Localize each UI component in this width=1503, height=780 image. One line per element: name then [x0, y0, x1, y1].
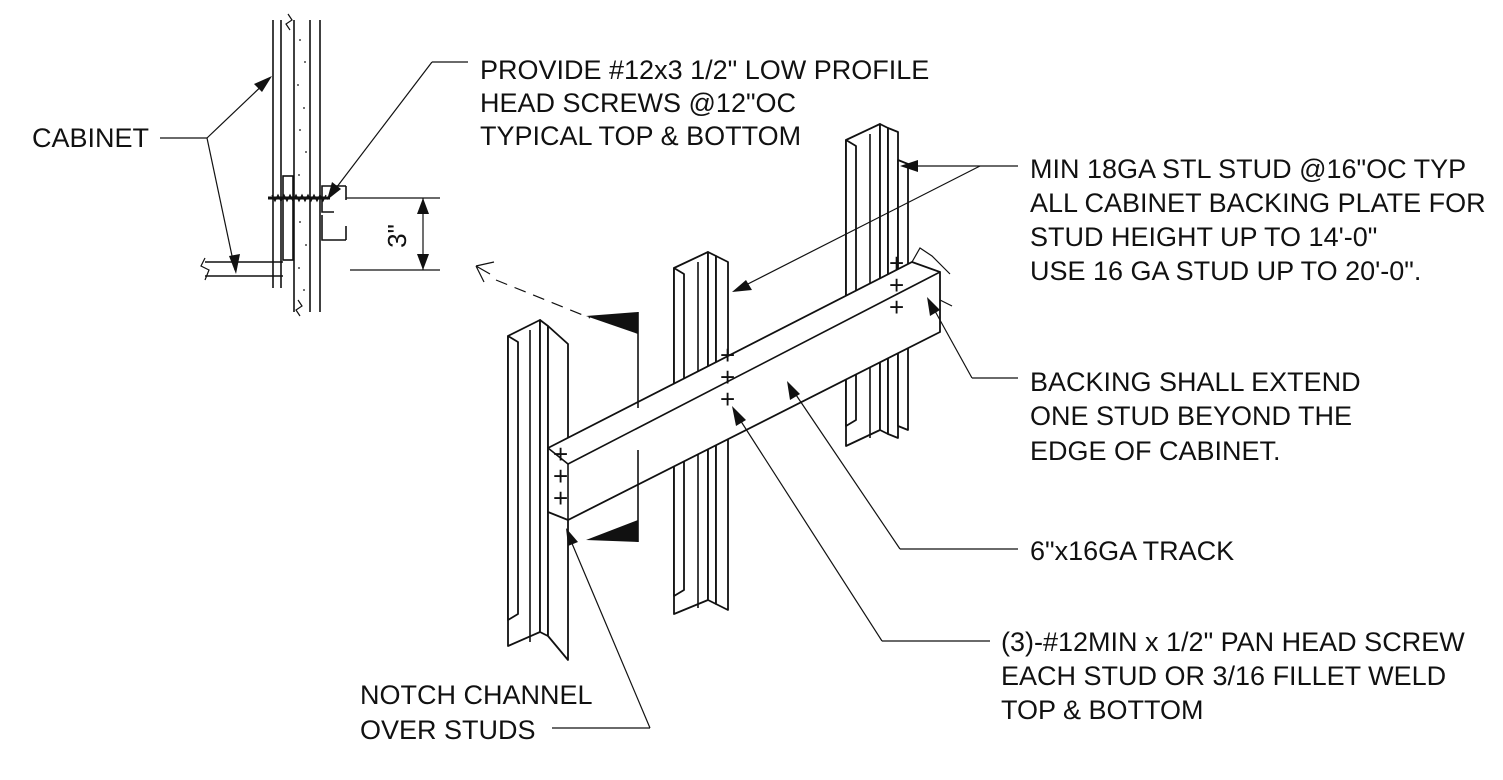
- section-marker: [475, 261, 591, 319]
- stud-note-line-1: MIN 18GA STL STUD @16"OC TYP: [1030, 154, 1466, 184]
- stud-callout: MIN 18GA STL STUD @16"OC TYP ALL CABINET…: [732, 154, 1486, 292]
- track-label: 6"x16GA TRACK: [1030, 536, 1234, 566]
- fastener-note-line-2: EACH STUD OR 3/16 FILLET WELD: [1001, 661, 1446, 691]
- dimension-label: 3": [382, 224, 412, 248]
- svg-text:+: +: [889, 248, 904, 278]
- section-cut-flags: [586, 312, 639, 542]
- track-callout: 6"x16GA TRACK: [787, 381, 1234, 566]
- notch-note-line-1: NOTCH CHANNEL: [360, 680, 593, 710]
- backing-callout: BACKING SHALL EXTEND ONE STUD BEYOND THE…: [927, 297, 1361, 466]
- fastener-callout: (3)-#12MIN x 1/2" PAN HEAD SCREW EACH ST…: [732, 406, 1465, 725]
- svg-text:+: +: [889, 292, 904, 322]
- stud-note-line-2: ALL CABINET BACKING PLATE FOR: [1030, 188, 1486, 218]
- cabinet-label: CABINET: [32, 123, 149, 153]
- screw-marks: + + + + + + + + +: [553, 248, 904, 513]
- screws-note-line-2: HEAD SCREWS @12"OC: [480, 88, 796, 118]
- backing-track: + + + + + + + + +: [547, 247, 953, 521]
- svg-text:+: +: [553, 439, 568, 469]
- cabinet-callout: CABINET: [32, 76, 272, 274]
- svg-text:+: +: [553, 483, 568, 513]
- screws-callout: PROVIDE #12x3 1/2" LOW PROFILE HEAD SCRE…: [327, 55, 929, 200]
- stud-note-line-3: STUD HEIGHT UP TO 14'-0": [1030, 222, 1377, 252]
- screws-note-line-3: TYPICAL TOP & BOTTOM: [480, 121, 801, 151]
- screws-note-line-1: PROVIDE #12x3 1/2" LOW PROFILE: [480, 55, 929, 85]
- svg-text:+: +: [720, 340, 735, 370]
- fastener-note-line-3: TOP & BOTTOM: [1001, 695, 1204, 725]
- backing-note-line-3: EDGE OF CABINET.: [1030, 436, 1281, 466]
- svg-text:+: +: [720, 384, 735, 414]
- svg-text:+: +: [553, 461, 568, 491]
- notch-callout: NOTCH CHANNEL OVER STUDS: [360, 528, 651, 745]
- fastener-note-line-1: (3)-#12MIN x 1/2" PAN HEAD SCREW: [1001, 627, 1465, 657]
- svg-text:+: +: [720, 362, 735, 392]
- gypsum-hatch: [297, 39, 307, 291]
- notch-note-line-2: OVER STUDS: [360, 715, 536, 745]
- wall-section-detail: 3": [200, 13, 440, 317]
- stud-note-line-4: USE 16 GA STUD UP TO 20'-0".: [1030, 256, 1421, 286]
- svg-text:+: +: [889, 270, 904, 300]
- backing-note-line-2: ONE STUD BEYOND THE: [1030, 401, 1352, 431]
- backing-note-line-1: BACKING SHALL EXTEND: [1030, 367, 1361, 397]
